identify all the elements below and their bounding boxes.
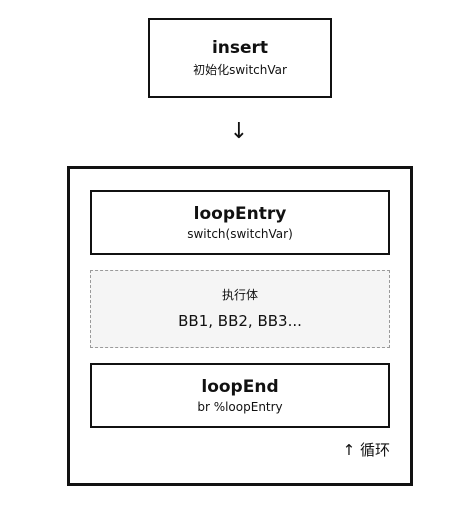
loop-back-label: ↑ 循环	[342, 441, 390, 459]
loop-entry-subtitle: switch(switchVar)	[187, 226, 293, 241]
loop-body-node: 执行体 BB1, BB2, BB3...	[90, 270, 390, 348]
insert-node: insert 初始化switchVar	[148, 18, 332, 98]
loop-end-node: loopEnd br %loopEntry	[90, 363, 390, 428]
loop-entry-node: loopEntry switch(switchVar)	[90, 190, 390, 255]
loop-body-label: 执行体	[221, 288, 258, 302]
insert-subtitle: 初始化switchVar	[193, 63, 287, 77]
loop-entry-title: loopEntry	[193, 203, 287, 224]
down-arrow-icon: ↓	[229, 119, 249, 144]
insert-title: insert	[211, 38, 269, 58]
loop-end-subtitle: br %loopEntry	[197, 399, 283, 414]
loop-body-blocks: BB1, BB2, BB3...	[178, 312, 302, 330]
loop-end-title: loopEnd	[201, 376, 279, 397]
